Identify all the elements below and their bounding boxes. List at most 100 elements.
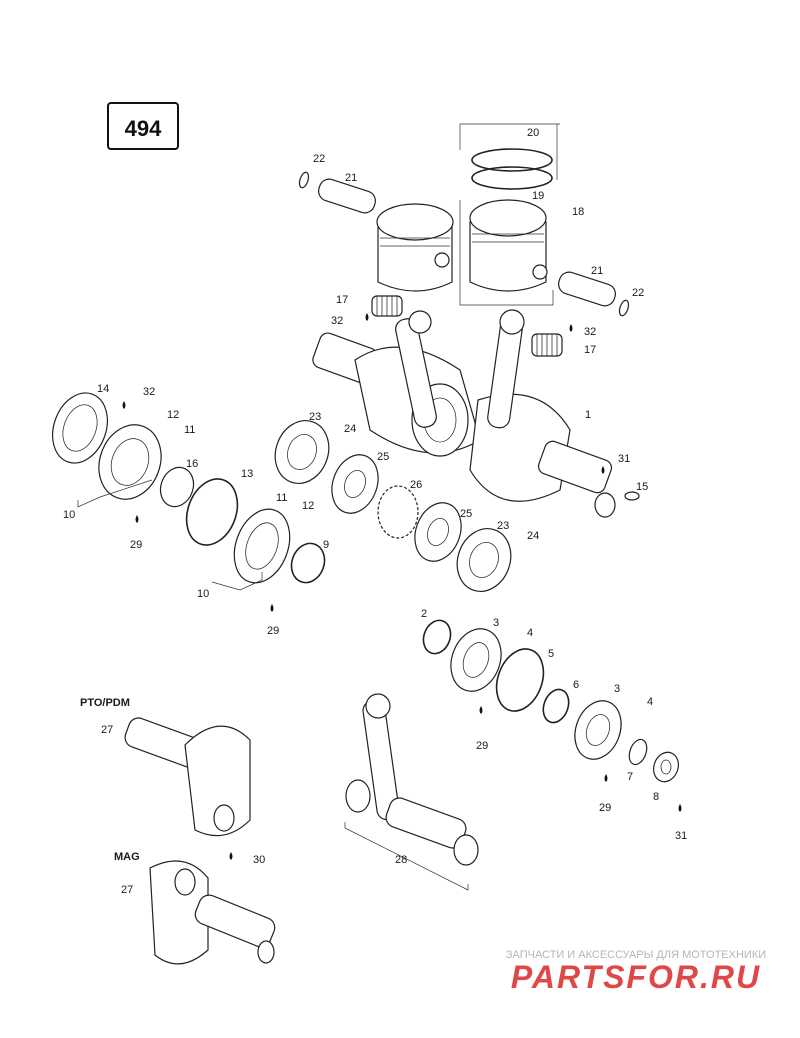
grease-drop-icon <box>122 401 126 409</box>
ball-bearing-icon <box>233 508 291 584</box>
washer-icon <box>290 542 326 584</box>
retaining-ring-icon <box>628 738 648 766</box>
callout-28: 28 <box>395 854 407 866</box>
piston-ring-icon <box>471 148 553 190</box>
piston-pin-icon <box>298 171 376 214</box>
ball-bearing-icon <box>274 420 330 484</box>
figure-number: 494 <box>125 116 162 141</box>
callout-13: 13 <box>241 468 253 480</box>
callout-24: 24 <box>527 530 539 542</box>
callout-31: 31 <box>618 453 630 465</box>
key-icon <box>624 491 640 501</box>
callout-32: 32 <box>584 326 596 338</box>
callout-17: 17 <box>584 344 596 356</box>
grease-drop-icon <box>601 466 605 474</box>
callout-29: 29 <box>130 539 142 551</box>
callout-3: 3 <box>493 617 499 629</box>
needle-bearing-icon <box>531 333 563 357</box>
connecting-rod-kit-icon <box>344 693 479 891</box>
callout-27: 27 <box>101 724 113 736</box>
drive-gear-icon <box>377 485 419 539</box>
callout-18: 18 <box>572 206 584 218</box>
callout-11: 11 <box>184 424 195 436</box>
callout-8: 8 <box>653 791 659 803</box>
piston-pin-icon <box>558 271 630 317</box>
needle-bearing-icon <box>371 295 403 317</box>
watermark-logo: PARTSFOR.RU <box>511 959 761 995</box>
grease-drop-icon <box>678 804 682 812</box>
callout-4: 4 <box>527 627 533 639</box>
oil-seal-icon <box>52 392 108 464</box>
callout-4: 4 <box>647 696 653 708</box>
callout-16: 16 <box>186 458 198 470</box>
grease-drop-icon <box>479 706 483 714</box>
callout-1: 1 <box>585 409 591 421</box>
watermark: ЗАПЧАСТИ И АКСЕССУАРЫ ДЛЯ МОТОТЕХНИКИ PA… <box>506 949 766 995</box>
callout-20: 20 <box>527 127 539 139</box>
callout-22: 22 <box>632 287 644 299</box>
callout-25: 25 <box>377 451 389 463</box>
callout-10: 10 <box>197 588 209 600</box>
washer-icon <box>422 619 452 655</box>
section-label-pto: PTO/PDM <box>80 697 130 709</box>
grease-drop-icon <box>569 324 573 332</box>
callout-12: 12 <box>302 500 314 512</box>
callout-15: 15 <box>636 481 648 493</box>
callout-32: 32 <box>143 386 155 398</box>
watermark-tagline: ЗАПЧАСТИ И АКСЕССУАРЫ ДЛЯ МОТОТЕХНИКИ <box>506 949 766 961</box>
callout-27: 27 <box>121 884 133 896</box>
callout-23: 23 <box>309 411 321 423</box>
callout-17: 17 <box>336 294 348 306</box>
crankshaft-half-pto-icon <box>124 717 251 837</box>
crankshaft-half-mag-icon <box>149 860 276 965</box>
piston-icon <box>376 203 454 292</box>
nut-icon <box>653 751 679 783</box>
grease-drop-icon <box>135 515 139 523</box>
callout-3: 3 <box>614 683 620 695</box>
callout-labels: 20 19 18 22 21 21 22 17 32 32 17 14 32 1… <box>63 127 687 896</box>
grease-drop-icon <box>229 852 233 860</box>
ball-bearing-icon <box>98 424 162 500</box>
section-label-mag: MAG <box>114 851 140 863</box>
callout-6: 6 <box>573 679 579 691</box>
callout-31: 31 <box>675 830 687 842</box>
ball-bearing-icon <box>456 528 512 592</box>
grease-drop-icon <box>365 313 369 321</box>
callout-10: 10 <box>63 509 75 521</box>
callout-19: 19 <box>532 190 544 202</box>
callout-26: 26 <box>410 479 422 491</box>
o-ring-icon <box>185 478 239 546</box>
ball-bearing-icon <box>450 628 502 692</box>
labyrinth-seal-icon <box>414 502 462 562</box>
ball-bearing-icon <box>574 700 622 760</box>
spacer-ring-icon <box>159 466 195 508</box>
callout-11: 11 <box>276 492 287 504</box>
callout-7: 7 <box>627 771 633 783</box>
callout-21: 21 <box>345 172 357 184</box>
callout-29: 29 <box>267 625 279 637</box>
crankshaft-assembly-icon <box>312 309 616 518</box>
callout-14: 14 <box>97 383 109 395</box>
callout-9: 9 <box>323 539 329 551</box>
callout-23: 23 <box>497 520 509 532</box>
callout-12: 12 <box>167 409 179 421</box>
labyrinth-seal-icon <box>331 454 379 514</box>
grease-drop-icon <box>604 774 608 782</box>
callout-22: 22 <box>313 153 325 165</box>
callout-32: 32 <box>331 315 343 327</box>
callout-25: 25 <box>460 508 472 520</box>
grease-drop-icon <box>270 604 274 612</box>
o-ring-icon <box>495 648 545 712</box>
callout-2: 2 <box>421 608 427 620</box>
washer-icon <box>542 688 570 724</box>
piston-icon <box>469 199 548 292</box>
callout-29: 29 <box>476 740 488 752</box>
figure-badge: 494 <box>107 102 179 150</box>
callout-5: 5 <box>548 648 554 660</box>
callout-29: 29 <box>599 802 611 814</box>
callout-30: 30 <box>253 854 265 866</box>
ring-kit-bracket <box>459 123 560 306</box>
callout-21: 21 <box>591 265 603 277</box>
